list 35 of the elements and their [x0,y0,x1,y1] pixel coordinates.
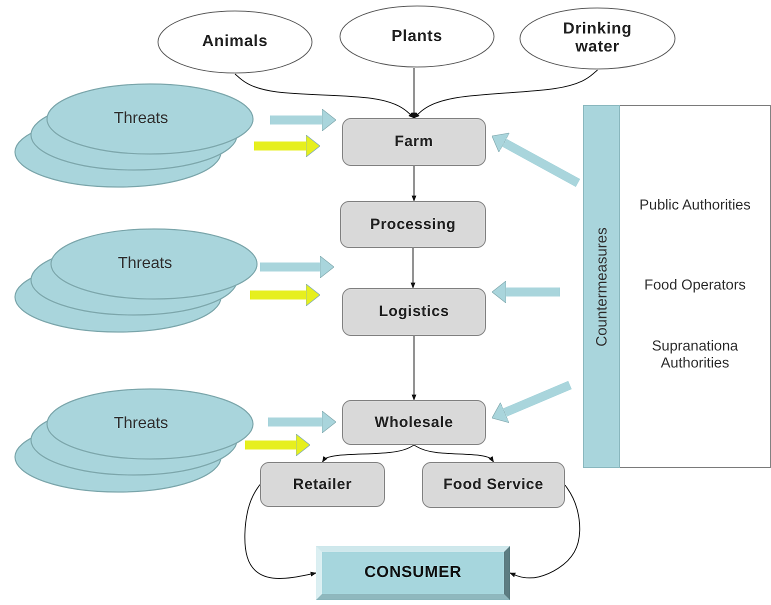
block-arrow [260,256,334,278]
panel-text: Supranationa Authorities [650,338,740,374]
arrow [412,166,416,202]
node-label: Threats [114,110,168,128]
panel-text: Food Operators [643,277,747,295]
block-arrow [250,284,320,306]
block-arrow [254,134,320,158]
node-label: Animals [201,32,269,52]
arrow [414,444,494,462]
block-arrow [268,410,336,434]
process-box: Logistics [342,288,486,336]
node-label: Threats [118,255,172,273]
arrow [412,68,416,119]
block-arrow [270,108,336,132]
process-box: Retailer [260,462,385,507]
arrow [509,484,580,578]
process-box: Farm [342,118,486,166]
process-box: Food Service [422,462,565,508]
consumer-box: CONSUMER [316,546,510,600]
arrow [414,70,598,118]
node-label: Threats [114,415,168,433]
process-box: Wholesale [342,400,486,445]
arrow [410,248,416,289]
process-box: Processing [340,201,486,248]
arrow [412,336,416,401]
panel-heading: Countermeasures [593,226,610,346]
block-arrow [245,434,310,456]
block-arrow [492,380,572,424]
arrow [322,444,414,462]
node-label: Drinking water [562,20,633,57]
arrow [234,74,414,118]
block-arrow [492,280,560,304]
node-label: Plants [390,27,444,46]
panel-text: Public Authorities [638,197,752,215]
arrow [244,484,317,580]
